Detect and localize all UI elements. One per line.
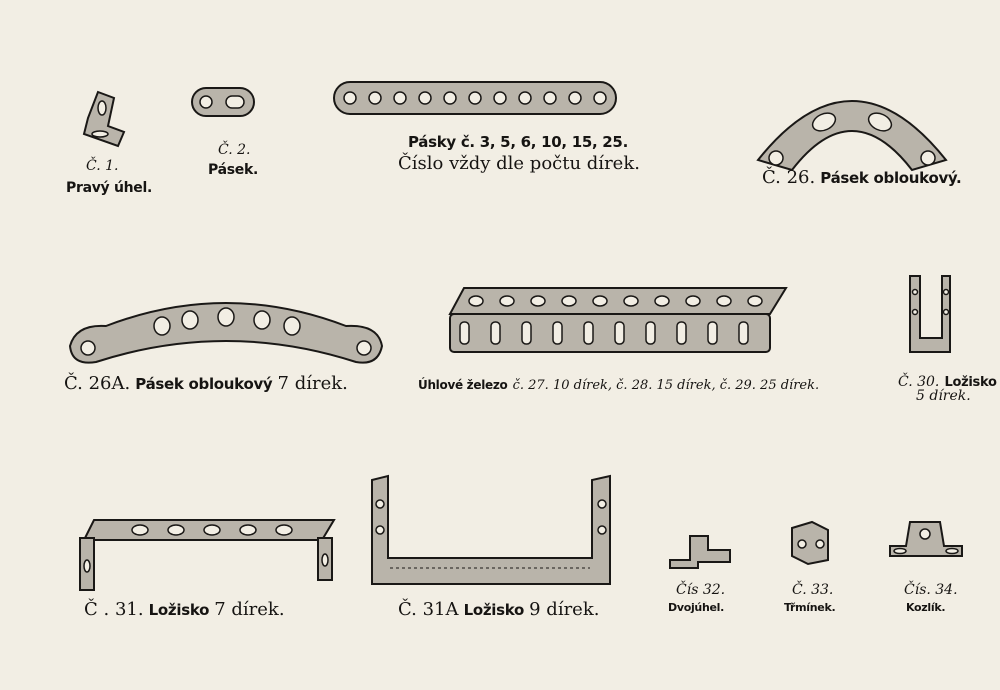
- part-34-number: Čís. 34.: [904, 582, 958, 598]
- part-26-caption: Č. 26. Pásek obloukový.: [762, 167, 962, 189]
- part-31-name: Ložisko: [148, 601, 210, 619]
- part-30-detail: 5 dírek.: [916, 388, 971, 404]
- part-26-name: Pásek obloukový.: [820, 169, 962, 187]
- part-2-number: Č. 2.: [218, 142, 251, 158]
- part-32-number: Čís 32.: [676, 582, 726, 598]
- part-34-name: Kozlík.: [906, 601, 946, 614]
- part-31a-suffix: 9 dírek.: [529, 599, 600, 620]
- part-2-strip-image: [190, 86, 256, 118]
- part-31a-number: Č. 31A: [398, 599, 459, 620]
- part-30-name: Ložisko: [944, 375, 997, 390]
- part-2-name: Pásek.: [208, 162, 258, 178]
- part-26a-number: Č. 26A.: [64, 373, 131, 394]
- part-31-suffix: 7 dírek.: [214, 599, 285, 620]
- part-31-bearing-image: [70, 516, 340, 592]
- part-31a-bearing-image: [366, 474, 616, 592]
- part-26-number: Č. 26.: [762, 167, 816, 188]
- part-27-caption: Úhlové železo č. 27. 10 dírek, č. 28. 15…: [418, 375, 819, 394]
- part-34-trestle-image: [888, 516, 964, 560]
- part-3-name: Pásky č. 3, 5, 6, 10, 15, 25.: [408, 133, 628, 151]
- part-32-double-angle-image: [668, 530, 732, 570]
- part-33-stirrup-image: [788, 520, 832, 566]
- part-33-name: Třmínek.: [784, 601, 836, 614]
- part-30-number: Č. 30.: [898, 374, 940, 390]
- part-30-bearing-image: [904, 272, 954, 358]
- part-31-caption: Č . 31. Ložisko 7 dírek.: [84, 599, 285, 621]
- part-26a-name: Pásek obloukový: [135, 375, 273, 393]
- part-31a-name: Ložisko: [463, 601, 525, 619]
- part-33-number: Č. 33.: [792, 582, 834, 598]
- part-26a-suffix: 7 dírek.: [277, 373, 348, 394]
- part-1-number: Č. 1.: [86, 158, 119, 174]
- part-27-detail: č. 27. 10 dírek, č. 28. 15 dírek, č. 29.…: [512, 378, 820, 393]
- part-32-name: Dvojúhel.: [668, 601, 725, 614]
- part-1-name: Pravý úhel.: [66, 180, 152, 196]
- part-1-right-angle-image: [78, 88, 128, 150]
- part-3-strips-image: [332, 80, 618, 116]
- part-30-caption: Č. 30. Ložisko: [898, 372, 997, 391]
- part-27-name: Úhlové železo: [418, 378, 508, 392]
- part-26a-curved-strip-image: [66, 290, 386, 370]
- part-3-note: Číslo vždy dle počtu dírek.: [398, 153, 640, 174]
- part-27-angle-iron-image: [440, 284, 790, 356]
- part-26a-caption: Č. 26A. Pásek obloukový 7 dírek.: [64, 373, 348, 395]
- part-31-number: Č . 31.: [84, 599, 144, 620]
- part-31a-caption: Č. 31A Ložisko 9 dírek.: [398, 599, 600, 621]
- part-26-curved-strip-image: [752, 82, 952, 174]
